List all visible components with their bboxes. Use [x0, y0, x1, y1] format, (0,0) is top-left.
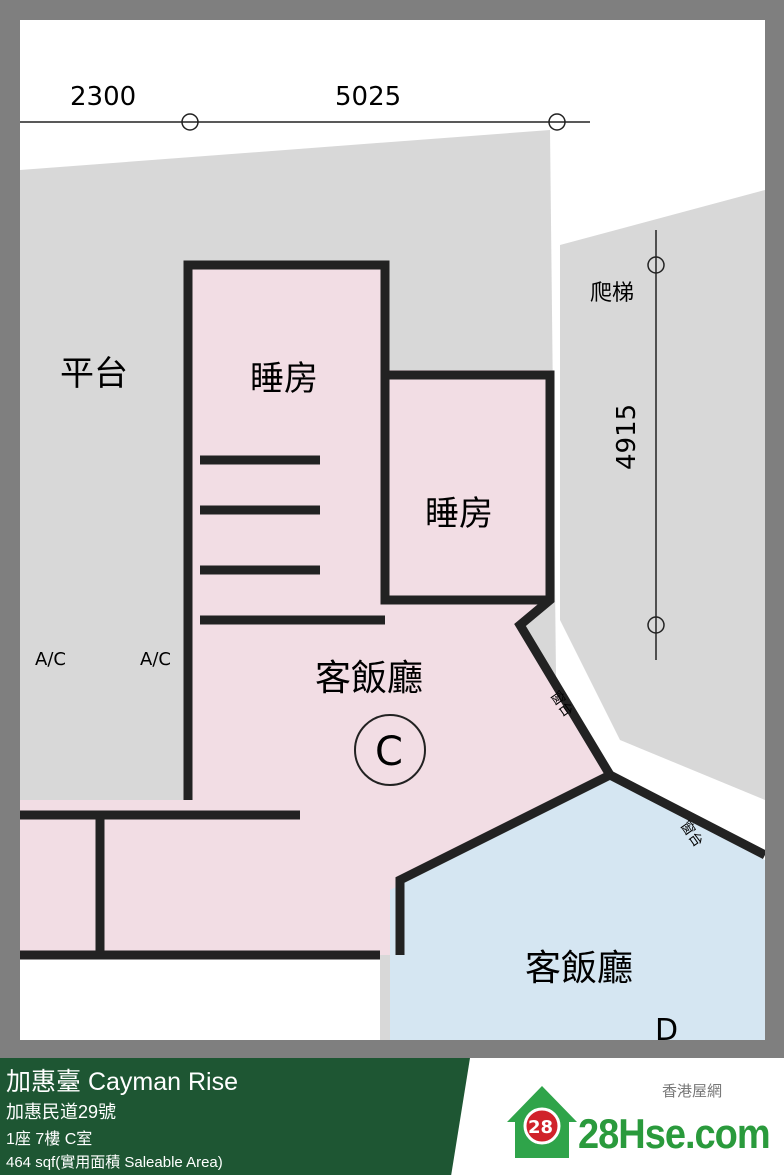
unit-marker [354, 714, 426, 786]
label-living-dining-next: 客飯廳 [525, 948, 633, 989]
label-ac-1: A/C [35, 649, 66, 670]
dimension-lines [20, 113, 665, 660]
unit-info: 1座 7樓 C室 [6, 1131, 93, 1148]
label-ladder: 爬梯 [590, 281, 634, 306]
logo-text: 28Hse.com [578, 1111, 771, 1159]
unit-d-area [390, 780, 765, 1040]
unit-c-label: C [375, 729, 403, 775]
unit-d-label: D [655, 1013, 678, 1040]
corridor [20, 955, 380, 1040]
label-bedroom-2: 睡房 [425, 494, 493, 534]
label-living-dining: 客飯廳 [315, 658, 423, 699]
house-logo-icon: 28 [507, 1086, 577, 1158]
dimension-5025: 5025 [335, 82, 401, 112]
estate-address: 加惠民道29號 [6, 1102, 117, 1122]
common-area-right [560, 190, 765, 800]
label-bedroom-1: 睡房 [250, 359, 318, 399]
logo-badge: 28 [528, 1117, 553, 1138]
info-panel [0, 1058, 470, 1175]
listing-footer: 加惠臺 Cayman Rise 加惠民道29號 1座 7樓 C室 464 sqf… [0, 1058, 784, 1175]
unit-c-area [20, 265, 610, 955]
walls [20, 260, 768, 960]
estate-title: 加惠臺 Cayman Rise [6, 1068, 238, 1096]
dimension-4915: 4915 [612, 404, 642, 470]
saleable-area: 464 sqf(實用面積 Saleable Area) [6, 1154, 223, 1171]
floor-plan: 2300 5025 4915 平台 睡房 睡房 客飯廳 客飯廳 C D A/C … [20, 20, 768, 1048]
label-ac-2: A/C [140, 649, 171, 670]
label-terrace: 平台 [60, 354, 128, 394]
floor-plan-drawing: 2300 5025 4915 平台 睡房 睡房 客飯廳 客飯廳 C D A/C … [20, 82, 768, 1048]
dimension-2300: 2300 [70, 82, 136, 112]
logo-tagline: 香港屋網 [662, 1083, 723, 1100]
